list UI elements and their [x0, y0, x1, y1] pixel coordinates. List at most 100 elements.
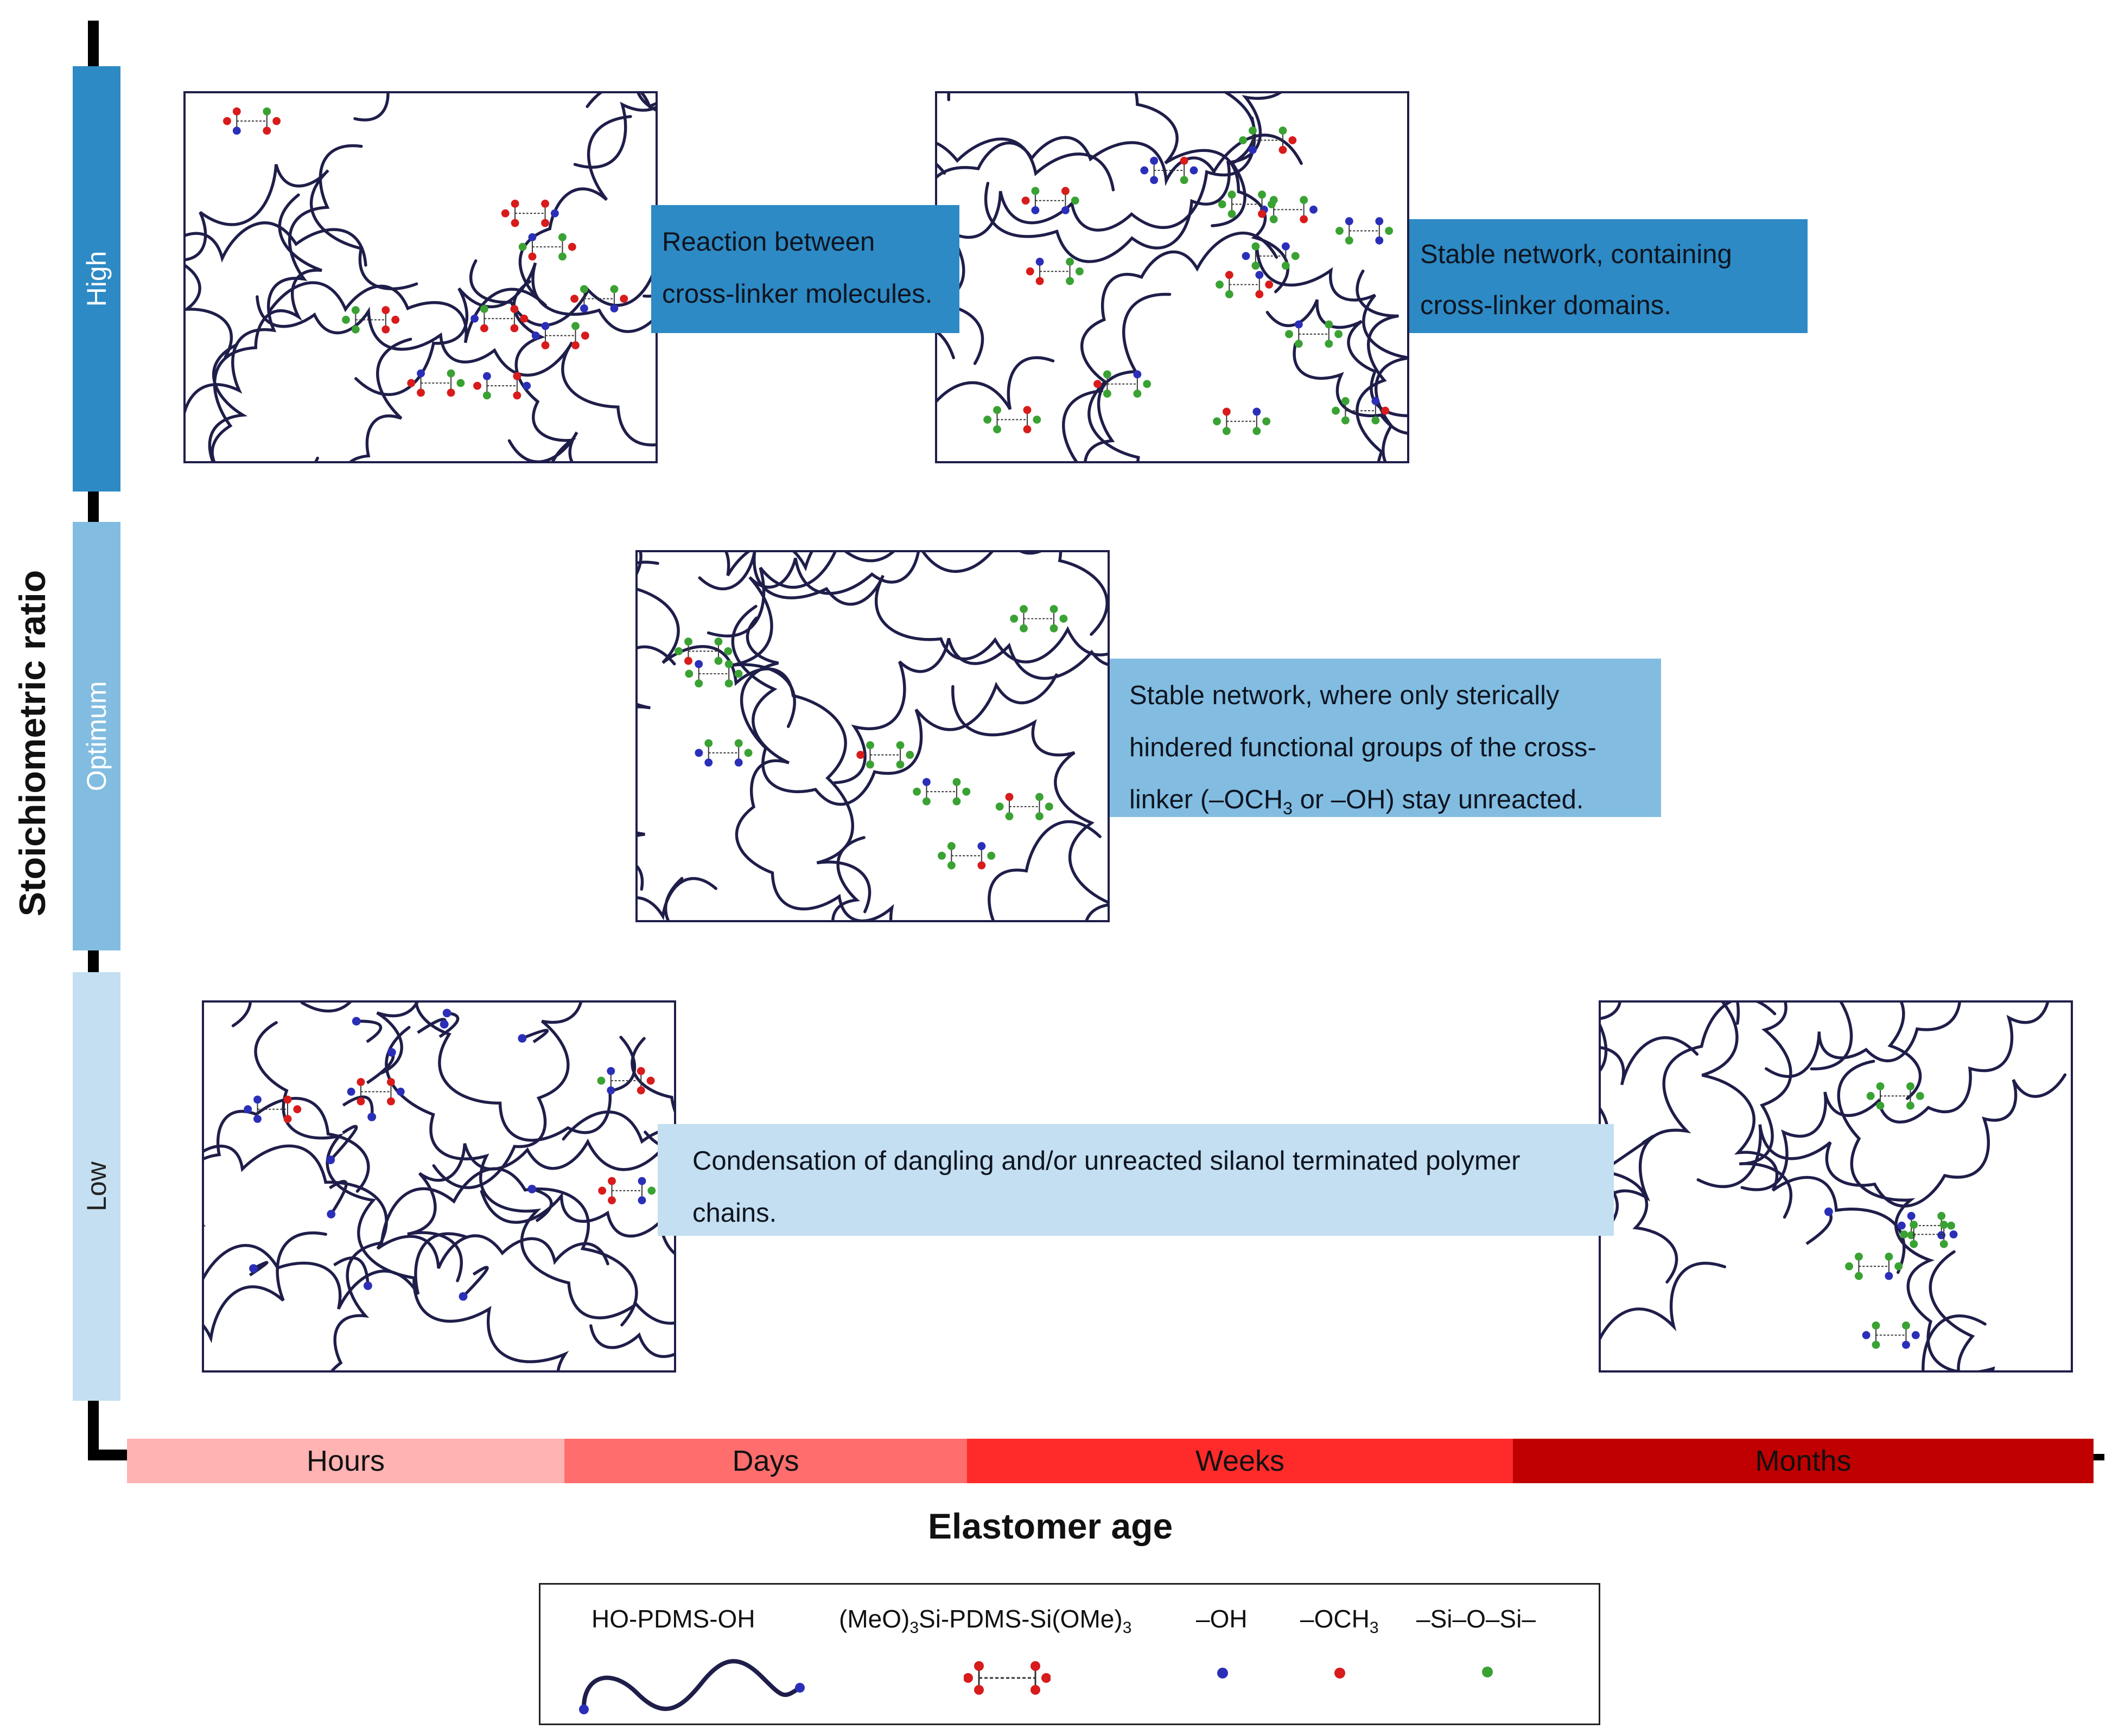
functional-group-dot — [531, 331, 540, 340]
functional-group-dot — [1033, 416, 1041, 424]
callout-optimum-line3-suffix: or –OH) stay unreacted. — [1292, 785, 1584, 814]
functional-group-dot — [528, 233, 537, 241]
x-axis-stub — [88, 1450, 131, 1460]
polymer-chain — [1601, 1142, 1678, 1284]
functional-group-dot — [1345, 236, 1353, 245]
functional-group-dot — [1103, 390, 1111, 398]
cross-linker — [570, 285, 628, 312]
functional-group-dot — [598, 1186, 607, 1195]
functional-group-dot — [510, 324, 519, 333]
cross-linker — [1862, 1321, 1920, 1349]
functional-group-dot — [1375, 217, 1384, 226]
functional-group-dot — [646, 1076, 655, 1085]
functional-group-dot — [607, 1067, 615, 1075]
functional-group-dot — [1023, 425, 1032, 433]
y-axis-title: Stoichiometric ratio — [12, 570, 53, 917]
polymer-chain — [562, 1110, 674, 1358]
legend-polymer-chain — [581, 1659, 802, 1712]
functional-group-dot — [962, 787, 971, 796]
polymer-chain — [256, 295, 656, 446]
functional-group-dot — [610, 304, 619, 312]
dangling-chain — [333, 1256, 370, 1286]
functional-group-dot — [1225, 271, 1233, 279]
level-high: High — [73, 66, 120, 492]
callout-low-line2: chains. — [692, 1198, 777, 1228]
functional-group-dot — [1267, 200, 1276, 208]
functional-group-dot — [417, 388, 425, 397]
functional-group-dot — [638, 1177, 646, 1185]
callout-high-reaction-line1: Reaction between — [662, 227, 875, 257]
network-low-hours — [204, 1003, 674, 1370]
network-high-weeks — [937, 93, 1407, 461]
panel-low-hours — [202, 1000, 676, 1373]
network-optimum-days — [638, 552, 1108, 920]
functional-group-dot — [675, 647, 683, 655]
functional-group-dot — [1278, 145, 1287, 154]
functional-group-dot — [1035, 793, 1044, 801]
cross-linker — [473, 372, 531, 400]
silanol-end-dot — [364, 1281, 372, 1290]
functional-group-dot — [1332, 406, 1340, 415]
functional-group-dot — [357, 1097, 365, 1106]
functional-group-dot — [1150, 156, 1159, 165]
silanol-end-dot — [527, 1184, 537, 1194]
functional-group-dot — [1897, 1221, 1906, 1230]
cross-linker — [244, 1095, 302, 1123]
period-days-label: Days — [732, 1445, 799, 1477]
functional-group-dot — [1258, 190, 1266, 199]
level-high-label: High — [81, 251, 112, 307]
functional-group-dot — [1381, 406, 1390, 415]
functional-group-dot — [1026, 267, 1034, 276]
functional-group-dot — [1949, 1230, 1958, 1239]
functional-group-dot — [501, 209, 510, 218]
functional-group-dot — [1937, 1211, 1946, 1220]
callout-optimum-line3-sub: 3 — [1283, 798, 1293, 818]
functional-group-dot — [581, 331, 589, 340]
functional-group-dot — [1939, 1221, 1948, 1229]
functional-group-dot — [866, 760, 874, 769]
legend-crosslinker-sub1: 3 — [909, 1619, 919, 1637]
functional-group-dot — [1031, 206, 1040, 214]
functional-group-dot — [293, 1105, 302, 1114]
functional-group-dot — [518, 242, 527, 251]
functional-group-dot — [571, 322, 580, 330]
functional-group-dot — [1140, 166, 1149, 175]
callout-high-reaction-line2: cross-linker molecules. — [662, 279, 933, 309]
callout-optimum-line1: Stable network, where only sterically — [1129, 681, 1560, 710]
period-months-label: Months — [1755, 1445, 1852, 1477]
functional-group-dot — [1854, 1253, 1863, 1261]
functional-group-dot — [1045, 802, 1053, 811]
functional-group-dot — [1947, 1221, 1955, 1230]
dangling-chain — [329, 1125, 358, 1161]
functional-group-dot — [684, 637, 692, 646]
polymer-chain — [1810, 1003, 1853, 1070]
polymer-chain — [480, 1190, 674, 1255]
polymer-chain — [1255, 244, 1407, 461]
legend-och3-prefix: –OCH — [1300, 1605, 1370, 1633]
functional-group-dot — [1252, 407, 1261, 416]
silanol-end-dot — [442, 1009, 451, 1018]
silanol-end-dot — [440, 1020, 449, 1029]
functional-group-dot — [1900, 1230, 1909, 1239]
functional-group-dot — [396, 1087, 405, 1096]
cross-linker — [1845, 1253, 1903, 1280]
functional-group-dot — [571, 341, 580, 349]
functional-group-dot — [1035, 812, 1044, 821]
functional-group-dot — [938, 851, 946, 860]
functional-group-dot — [1255, 290, 1264, 298]
silanol-end-dot — [326, 1156, 335, 1164]
functional-group-dot — [417, 369, 425, 378]
silanol-end-dot — [518, 1034, 527, 1043]
functional-group-dot — [1309, 205, 1318, 214]
polymer-chain — [1080, 232, 1278, 461]
functional-group-dot — [1150, 176, 1159, 184]
callout-optimum-line2: hindered functional groups of the cross- — [1129, 733, 1596, 762]
functional-group-dot — [1269, 215, 1278, 224]
functional-group-dot — [1371, 416, 1380, 425]
functional-group-dot — [1103, 370, 1111, 379]
functional-group-dot — [637, 1067, 645, 1075]
functional-group-dot — [906, 751, 914, 759]
functional-group-dot — [896, 760, 905, 769]
functional-group-dot — [456, 379, 465, 387]
functional-group-dot — [983, 416, 992, 424]
